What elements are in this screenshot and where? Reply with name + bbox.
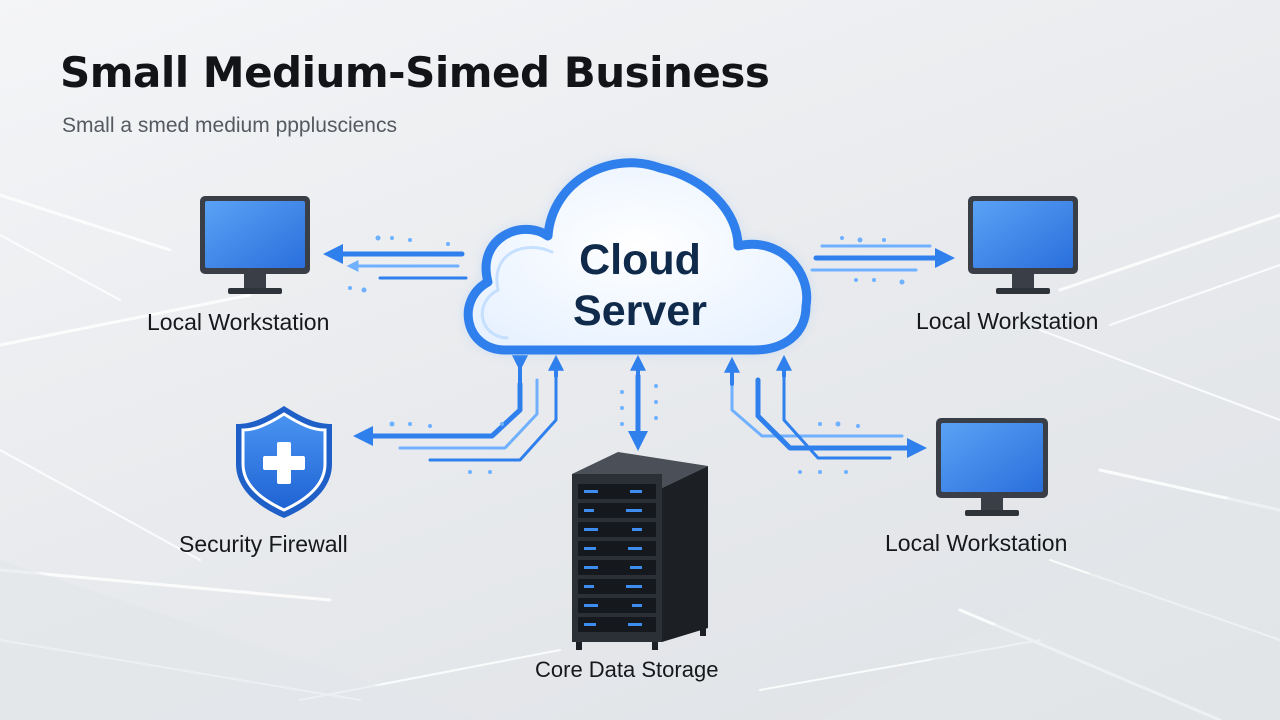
core-data-storage-node — [572, 452, 708, 650]
server-rack-icon — [572, 452, 708, 650]
security-firewall-label: Security Firewall — [179, 531, 348, 557]
page-title: Small Medium-Simed Business — [60, 48, 770, 97]
workstation-top-left-label: Local Workstation — [147, 309, 330, 335]
monitor-icon — [936, 418, 1048, 516]
cloud-label-line1: Cloud — [579, 236, 701, 284]
connector-cloud-to-storage — [620, 354, 658, 451]
cloud-server-node: Cloud Server — [463, 158, 812, 355]
workstation-bottom-right-label: Local Workstation — [885, 530, 1068, 556]
cloud-label-line2: Server — [573, 287, 707, 335]
workstation-bottom-right — [936, 418, 1048, 516]
workstation-top-left — [200, 196, 310, 294]
connector-cloud-to-firewall — [353, 354, 564, 474]
connector-cloud-to-workstation-top-right — [810, 236, 955, 285]
connector-cloud-to-workstation-top-left — [323, 235, 468, 293]
security-firewall-node — [236, 406, 332, 518]
page-subtitle: Small a smed medium ppplusciencs — [62, 114, 397, 137]
monitor-icon — [200, 196, 310, 294]
connector-cloud-to-workstation-bottom-right — [724, 354, 927, 474]
shield-plus-icon — [236, 406, 332, 518]
monitor-icon — [968, 196, 1078, 294]
cloud-icon — [463, 158, 812, 355]
workstation-top-right-label: Local Workstation — [916, 308, 1099, 334]
core-data-storage-label: Core Data Storage — [535, 657, 719, 682]
workstation-top-right — [968, 196, 1078, 294]
